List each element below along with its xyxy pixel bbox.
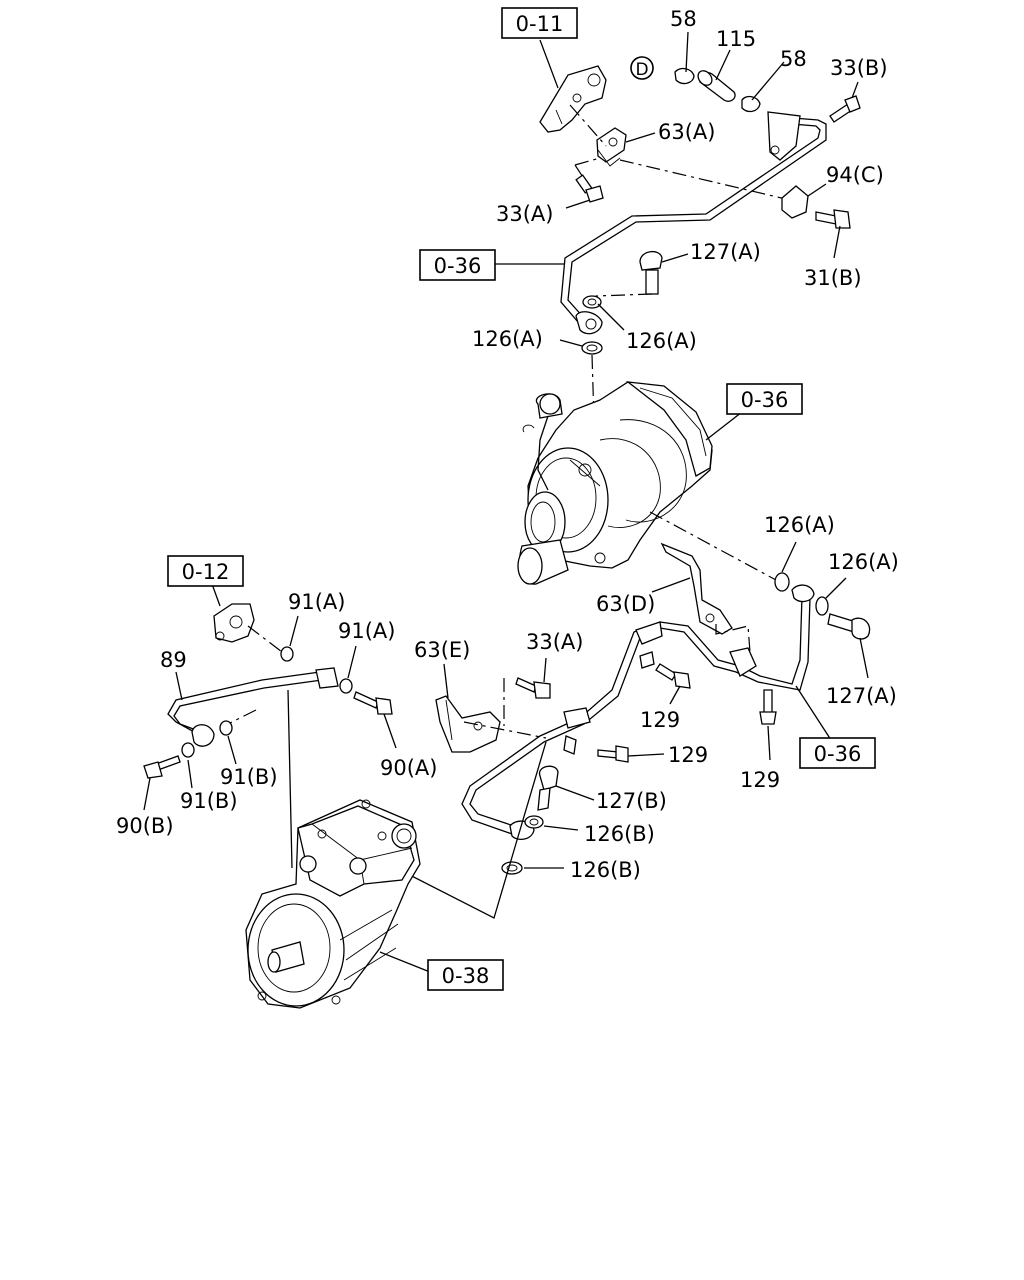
fitting-0-12 xyxy=(211,583,255,643)
washer-126a-mid xyxy=(774,541,797,592)
ref-0-38-label: 0-38 xyxy=(442,964,490,988)
air-compressor xyxy=(245,799,431,1009)
ref-0-12-label: 0-12 xyxy=(182,560,230,584)
callout-129-a: 129 xyxy=(640,708,680,732)
callout-90a: 90(A) xyxy=(380,756,437,780)
bracket-63e xyxy=(435,663,501,753)
callout-126a-left: 126(A) xyxy=(472,327,543,351)
callout-58-right: 58 xyxy=(780,47,807,71)
callout-33b: 33(B) xyxy=(830,56,888,80)
washer-126a-lower xyxy=(559,339,603,355)
turbocharger xyxy=(517,381,761,585)
washer-91b-2 xyxy=(181,742,195,789)
callout-127a-right: 127(A) xyxy=(826,684,897,708)
callout-31b: 31(B) xyxy=(804,266,862,290)
ref-0-36-top-label: 0-36 xyxy=(434,254,482,278)
clamp-94c xyxy=(781,183,827,219)
banjo-bolt-127b xyxy=(537,765,595,811)
ref-box-0-12: 0-12 xyxy=(167,555,244,587)
hose-115 xyxy=(697,49,736,102)
banjo-bolt-127a-right xyxy=(827,613,871,679)
callout-94c: 94(C) xyxy=(826,163,884,187)
banjo-bolt-127a-top xyxy=(639,251,689,295)
bolt-90b xyxy=(143,755,181,811)
callout-63e: 63(E) xyxy=(414,638,470,662)
callout-126b-2: 126(B) xyxy=(570,858,641,882)
washer-126b-2 xyxy=(501,861,564,875)
callout-127a-top: 127(A) xyxy=(690,240,761,264)
washer-126a-right xyxy=(815,577,847,616)
washer-91a-2 xyxy=(339,645,357,694)
callout-91b-1: 91(B) xyxy=(220,765,278,789)
ref-box-0-36-top: 0-36 xyxy=(419,249,564,281)
marker-d-label: D xyxy=(635,60,648,80)
callout-129-c: 129 xyxy=(740,768,780,792)
ref-0-36-turbo-label: 0-36 xyxy=(741,388,789,412)
pipe-89 xyxy=(167,667,339,747)
washer-126a-upper xyxy=(582,295,625,331)
callout-91b-2: 91(B) xyxy=(180,789,238,813)
callout-33a-mid: 33(A) xyxy=(526,630,583,654)
bolt-129-a xyxy=(655,663,691,705)
oil-feed-pipe xyxy=(560,115,827,335)
washer-91b-1 xyxy=(219,720,237,765)
callout-91a-1: 91(A) xyxy=(288,590,345,614)
callout-58-left: 58 xyxy=(670,7,697,31)
ref-box-0-36-bottom: 0-36 xyxy=(799,737,876,769)
bolt-129-b xyxy=(597,745,665,763)
callout-33a-top: 33(A) xyxy=(496,202,553,226)
callout-89: 89 xyxy=(160,648,187,672)
callout-63d: 63(D) xyxy=(596,592,655,616)
ref-box-0-11: 0-11 xyxy=(501,7,578,39)
ref-box-0-38: 0-38 xyxy=(427,959,504,991)
bolt-129-c xyxy=(759,689,777,761)
bolt-90a xyxy=(353,691,397,749)
bracket-0-11 xyxy=(539,39,607,133)
bracket-63d xyxy=(651,542,733,635)
bolt-33a-mid xyxy=(515,657,551,699)
callout-129-b: 129 xyxy=(668,743,708,767)
ref-box-0-36-turbo: 0-36 xyxy=(726,383,803,415)
bolt-31b xyxy=(815,209,851,259)
callout-90b: 90(B) xyxy=(116,814,174,838)
callout-91a-2: 91(A) xyxy=(338,619,395,643)
callout-63a: 63(A) xyxy=(658,120,715,144)
marker-d: D xyxy=(630,56,654,80)
callout-115: 115 xyxy=(716,27,756,51)
washer-126b-1 xyxy=(524,815,579,831)
washer-91a-1 xyxy=(280,615,299,662)
ref-0-11-label: 0-11 xyxy=(516,12,564,36)
ref-0-36-bottom-label: 0-36 xyxy=(814,742,862,766)
bracket-pipe-top xyxy=(767,111,801,161)
bolt-33b xyxy=(829,81,861,123)
oil-return-pipe xyxy=(461,584,845,841)
callout-127b: 127(B) xyxy=(596,789,667,813)
callout-126b-1: 126(B) xyxy=(584,822,655,846)
clamp-58-right xyxy=(741,61,785,113)
callout-126a-far-right: 126(A) xyxy=(828,550,899,574)
clip-63a xyxy=(596,127,656,167)
bolt-33a-top xyxy=(565,174,604,209)
callout-126a-right: 126(A) xyxy=(626,329,697,353)
callout-126a-mid: 126(A) xyxy=(764,513,835,537)
